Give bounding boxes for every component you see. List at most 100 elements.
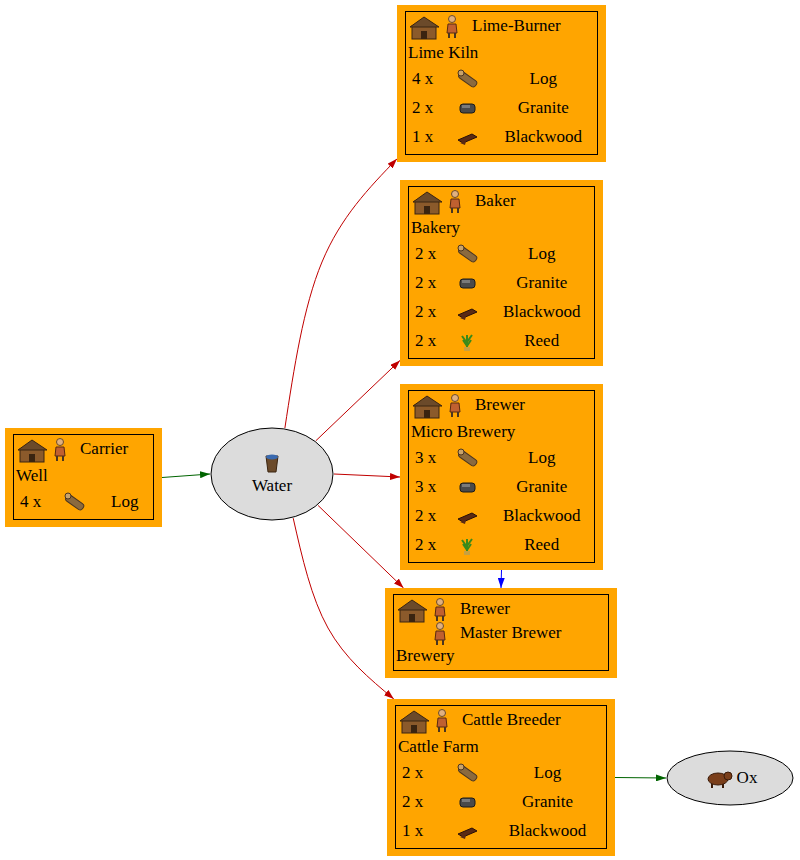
icon-cell [447, 125, 487, 149]
building-icon [396, 597, 430, 625]
ellipse-content: Water [252, 451, 292, 497]
worker-line: Brewer [432, 597, 562, 621]
node-text: Cattle Farm [398, 737, 479, 756]
building-name-row: Cattle Farm [398, 736, 602, 758]
reed-icon [452, 329, 482, 353]
node-text: Log [491, 64, 593, 93]
flow-connector [316, 360, 400, 440]
icon-part [460, 316, 466, 320]
worker-icon [434, 708, 450, 732]
worker-icon [52, 437, 68, 461]
icon-part [413, 192, 442, 202]
node-text: 2 x [411, 530, 443, 559]
blackwood-icon [452, 125, 482, 149]
header-row: Lime-Burner [408, 14, 593, 42]
node-text: Granite [491, 268, 590, 297]
icon-cell [447, 67, 487, 91]
worker-line: Lime-Burner [444, 14, 561, 38]
worker-list: Brewer [447, 393, 525, 417]
node-text: Ox [737, 767, 758, 789]
node-text: 1 x [408, 122, 443, 151]
log-icon [452, 67, 482, 91]
node-text: 2 x [411, 326, 443, 355]
worker-list: BrewerMaster Brewer [432, 597, 562, 645]
building-table: Cattle BreederCattle Farm2 xLog2 xGranit… [395, 705, 607, 849]
icon-part [437, 640, 443, 645]
icon-part [452, 191, 459, 198]
icon-part [439, 727, 445, 732]
node-text: Blackwood [491, 122, 593, 151]
node-text: Baker [475, 190, 516, 212]
node-text: Carrier [80, 438, 128, 460]
icon-part [460, 483, 475, 492]
icon-cell [447, 533, 487, 557]
icon-part [458, 70, 478, 87]
icon-part [464, 347, 470, 351]
building-table: BakerBakery2 xLog2 xGranite2 xBlackwood2… [408, 186, 595, 359]
ellipse-outline [210, 427, 334, 521]
building-table: BrewerMicro Brewery3 xLog3 xGranite2 xBl… [408, 390, 595, 563]
icon-part [460, 104, 475, 113]
icon-part [65, 493, 71, 499]
icon-part [452, 395, 459, 402]
node-text: Log [98, 487, 149, 516]
building-icon [408, 14, 442, 42]
node-text: 4 x [16, 487, 50, 516]
icon-part [458, 513, 477, 522]
icon-part [266, 455, 278, 460]
icon-part [458, 70, 464, 76]
icon-cell [447, 300, 487, 324]
flow-connector [162, 474, 210, 478]
flow-connector [501, 570, 503, 588]
icon-cell [447, 790, 487, 814]
node-text: Reed [491, 530, 590, 559]
icon-cell [447, 271, 487, 295]
ellipse-shape [667, 751, 793, 805]
icon-part [458, 449, 478, 466]
node-text: 2 x [398, 758, 443, 787]
ox-icon [703, 766, 733, 790]
icon-part [402, 720, 426, 733]
icon-cell [447, 475, 487, 499]
log-icon [452, 761, 482, 785]
worker-list: Lime-Burner [444, 14, 561, 38]
icon-part [398, 600, 427, 610]
blackwood-icon [452, 300, 482, 324]
building-table: CarrierWell4 xLog [13, 434, 154, 520]
granite-icon [452, 96, 482, 120]
building-table: Lime-BurnerLime Kiln4 xLog2 xGranite1 xB… [405, 11, 598, 155]
cost-table: 4 xLog2 xGranite1 xBlackwood [408, 64, 593, 151]
node-text: Brewer [475, 394, 525, 416]
icon-cell [447, 329, 487, 353]
node-text: 2 x [411, 268, 443, 297]
icon-part [712, 784, 723, 788]
log-icon [452, 242, 482, 266]
worker-line: Cattle Breeder [434, 708, 561, 732]
node-text: 2 x [411, 239, 443, 268]
node-text: 4 x [408, 64, 443, 93]
icon-part [435, 631, 445, 640]
icon-cell [447, 819, 487, 843]
flow-connector [285, 159, 397, 428]
header-row: Brewer [411, 393, 590, 421]
node-text: Blackwood [491, 501, 590, 530]
icon-part [400, 711, 429, 721]
icon-part [460, 835, 466, 839]
icon-part [18, 440, 47, 450]
icon-part [458, 245, 478, 262]
icon-part [424, 206, 430, 214]
header-row: Cattle Breeder [398, 708, 602, 736]
building-name-row: Brewery [396, 645, 604, 667]
log-icon [59, 490, 89, 514]
log-icon [452, 446, 482, 470]
building-name-row: Lime Kiln [408, 42, 593, 64]
node-text: Blackwood [491, 297, 590, 326]
icon-part [458, 828, 477, 837]
building-icon [411, 393, 445, 421]
reed-icon [452, 533, 482, 557]
ware-ellipse: Ox [666, 750, 794, 806]
icon-part [458, 309, 477, 318]
node-text: Lime Kiln [408, 43, 478, 62]
icon-part [458, 764, 464, 770]
icon-part [462, 484, 470, 487]
